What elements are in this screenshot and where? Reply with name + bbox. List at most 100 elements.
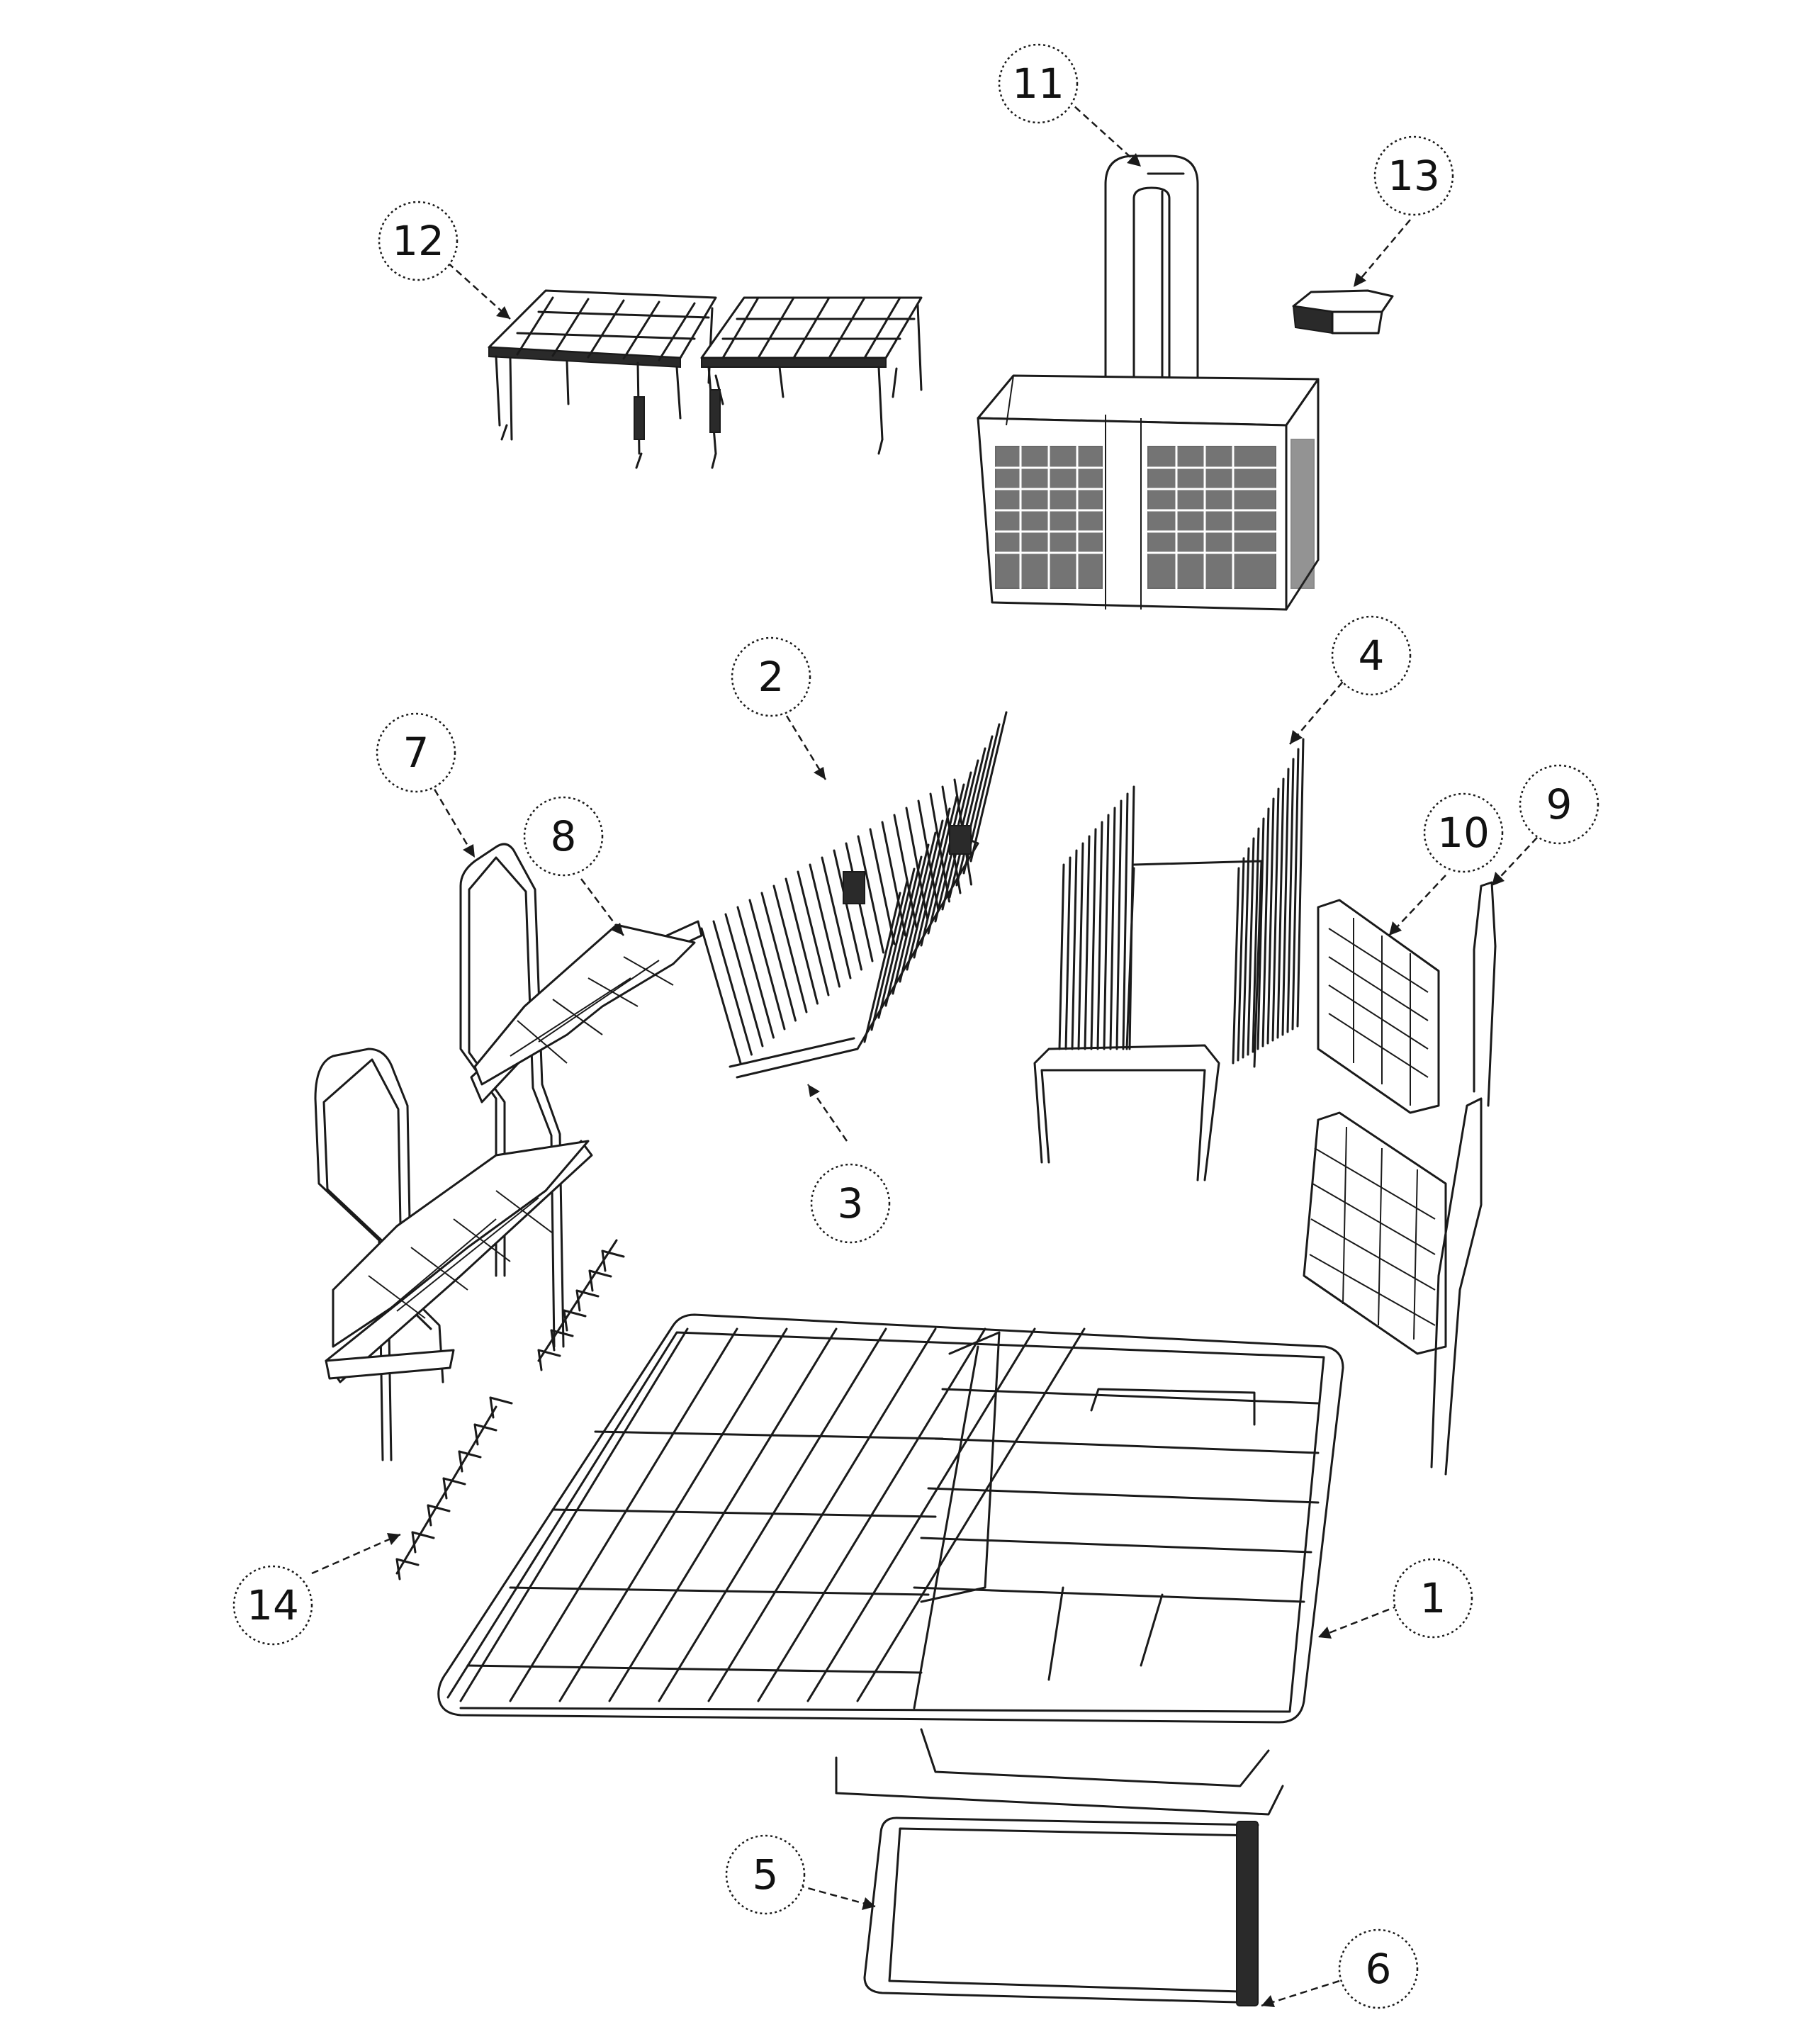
strip-tine [575, 1289, 600, 1298]
rack-tine [1103, 814, 1110, 1050]
callout-5-label: 5 [753, 1851, 779, 1899]
rack-tine [920, 795, 958, 947]
rack-tine [927, 783, 965, 935]
rack-tine [1252, 827, 1260, 1053]
callout-6: 6 [1338, 1928, 1419, 2009]
rack-tine [809, 863, 840, 988]
part-10-side-shelf-lower [1303, 1111, 1447, 1355]
rack-tine [1256, 817, 1265, 1050]
rack-tine [906, 819, 944, 971]
rack-tine [881, 821, 906, 937]
strip-tine [458, 1450, 482, 1459]
callout-7-label: 7 [403, 729, 429, 777]
strip-tine [550, 1329, 556, 1352]
callout-4: 4 [1331, 615, 1412, 696]
callout-2: 2 [731, 636, 811, 717]
part-9-side-shelf-frame-upper [1473, 881, 1497, 1107]
basket-rod [558, 1327, 788, 1702]
callout-7: 7 [376, 712, 456, 793]
rack-tine [1271, 787, 1280, 1042]
callout-8: 8 [523, 796, 604, 877]
callout-11-label: 11 [1012, 60, 1064, 108]
strip-tine [427, 1504, 451, 1512]
strip-tine [489, 1396, 495, 1419]
rack-tine [1109, 807, 1116, 1050]
callout-13-label: 13 [1388, 152, 1440, 200]
rack-tine [1115, 799, 1123, 1050]
part-14-tine-strip-lower [395, 1396, 513, 1580]
strip-tine [427, 1504, 432, 1527]
callout-3-label: 3 [838, 1179, 864, 1228]
rack-tine [955, 735, 994, 887]
strip-tine [442, 1477, 466, 1486]
basket-rod [459, 1327, 689, 1702]
leader-2 [785, 715, 827, 780]
rack-tine [724, 913, 764, 1048]
strip-tine [601, 1250, 625, 1258]
strip-tine [563, 1309, 587, 1318]
rack-tine [857, 835, 884, 954]
strip-tine [395, 1558, 420, 1566]
callout-12-label: 12 [392, 217, 444, 265]
strip-tine [537, 1349, 561, 1357]
callout-1: 1 [1393, 1558, 1473, 1639]
part-9-side-shelf-frame-lower [1430, 1097, 1483, 1476]
rack-tine [884, 855, 923, 1007]
rack-tine [899, 831, 937, 983]
rack-tine [1077, 842, 1084, 1050]
strip-tine [458, 1450, 463, 1473]
rack-tine [1261, 807, 1270, 1048]
callout-1-label: 1 [1420, 1574, 1446, 1622]
rack-tine [700, 927, 742, 1065]
callout-4-label: 4 [1359, 631, 1385, 680]
leader-14 [311, 1533, 401, 1575]
strip-tine [601, 1250, 607, 1272]
rack-tine [1286, 758, 1295, 1033]
leader-10 [1388, 875, 1446, 936]
rack-tine [821, 856, 852, 979]
strip-tine [411, 1531, 435, 1539]
callout-3: 3 [810, 1163, 891, 1244]
part-11-cutlery-basket [977, 155, 1320, 611]
strip-tine [411, 1531, 417, 1554]
part-2-plate-rack [700, 711, 1008, 1079]
callout-5: 5 [725, 1834, 806, 1915]
callout-10-label: 10 [1437, 809, 1490, 857]
rack-tine [712, 920, 753, 1056]
rack-tine [797, 870, 830, 996]
rack-tine [969, 711, 1008, 863]
part-7-cup-rack-stand-upper [459, 843, 565, 1348]
rack-tine [877, 867, 916, 1019]
leader-12 [439, 254, 511, 320]
strip-tine [473, 1423, 479, 1446]
callout-14-label: 14 [247, 1581, 299, 1629]
rack-tine [1237, 857, 1245, 1062]
rack-tine [1242, 847, 1250, 1059]
part-13-basket-clip [1292, 289, 1394, 335]
callout-8-label: 8 [551, 812, 577, 860]
basket-rod [658, 1327, 887, 1702]
strip-tine [550, 1329, 574, 1337]
rack-tine [772, 885, 808, 1013]
leader-6 [1261, 1980, 1340, 2007]
rack-tine [1276, 777, 1285, 1039]
callout-9: 9 [1519, 764, 1599, 845]
basket-rod [551, 1508, 937, 1518]
callout-14: 14 [232, 1565, 313, 1646]
strip-tine [563, 1309, 568, 1332]
rack-tine [748, 899, 786, 1031]
strip-tine [442, 1477, 448, 1500]
callout-11: 11 [998, 43, 1079, 124]
rack-tine [1266, 797, 1275, 1045]
leader-13 [1353, 219, 1411, 288]
rack-tine [1096, 821, 1103, 1050]
part-5-wire-frame [863, 1816, 1259, 2004]
shelf-grid-left [488, 289, 717, 469]
rack-tine [1128, 785, 1135, 1050]
rack-tine [1291, 748, 1300, 1031]
part-8-cup-rack-lower [325, 1140, 593, 1383]
strip-tine [395, 1558, 401, 1580]
rack-tine [736, 906, 775, 1039]
leader-5 [797, 1884, 876, 1908]
